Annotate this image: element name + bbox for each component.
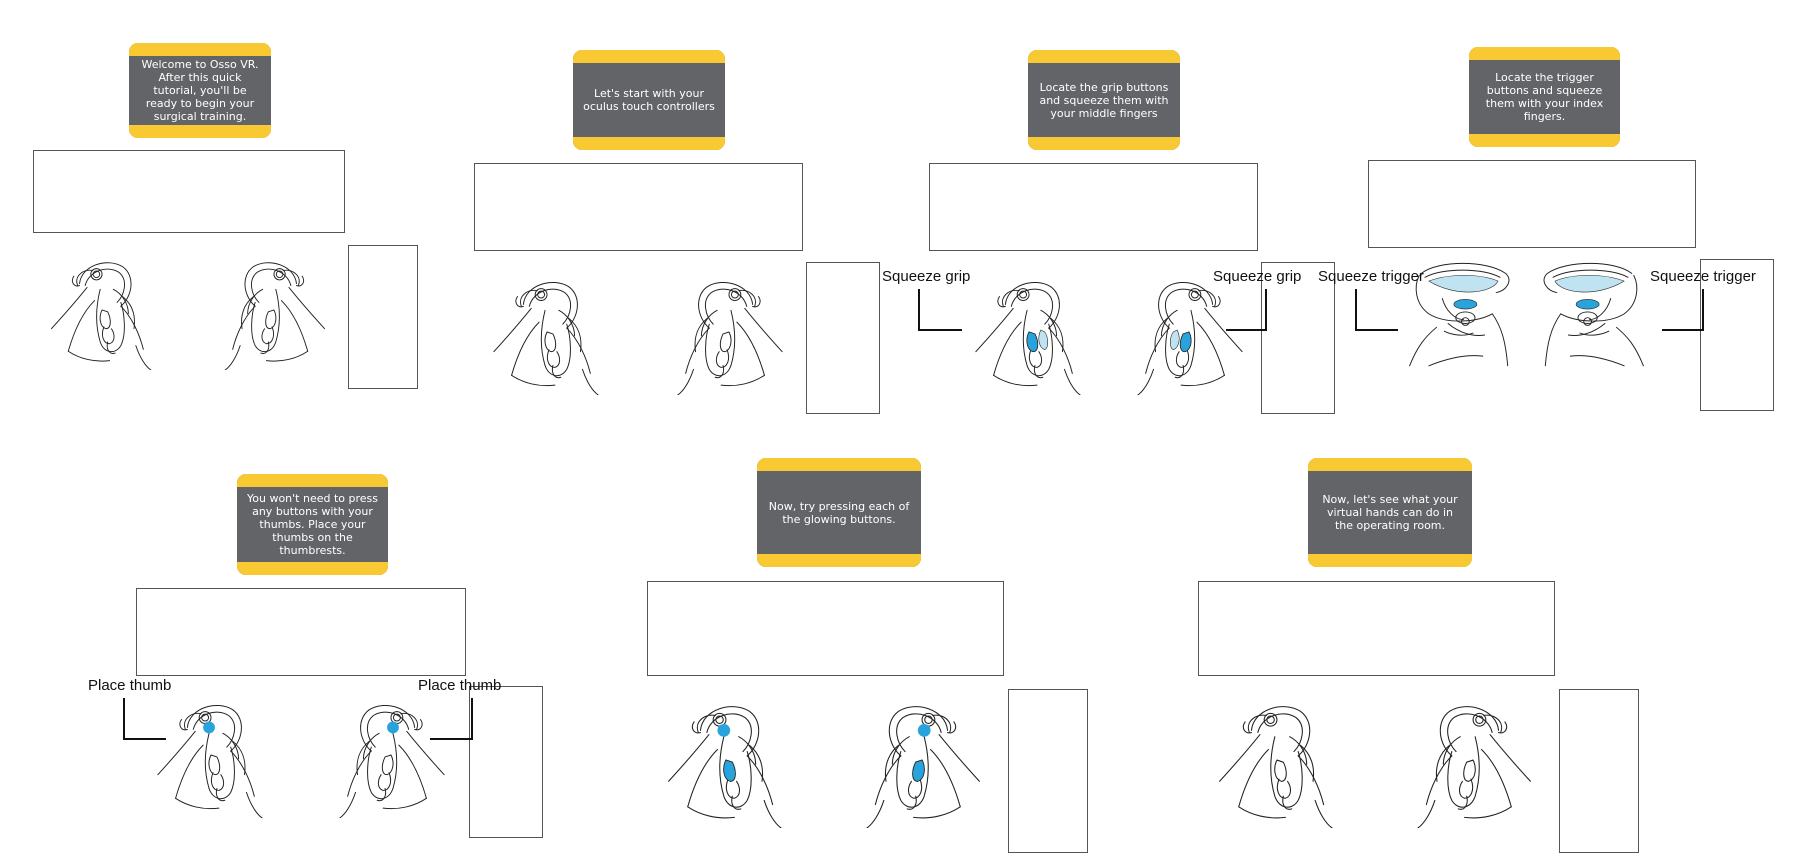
side-placeholder-box bbox=[1261, 262, 1335, 414]
card-message: Let's start with your oculus touch contr… bbox=[583, 87, 715, 113]
callout-squeeze-trigger-left: Squeeze trigger bbox=[1318, 268, 1424, 285]
card-stripe-top bbox=[129, 43, 271, 56]
content-placeholder-box bbox=[647, 581, 1004, 676]
tutorial-card-3: Locate the grip buttons and squeeze them… bbox=[1028, 50, 1180, 150]
callout-squeeze-trigger-right: Squeeze trigger bbox=[1650, 268, 1756, 285]
card-stripe-top bbox=[237, 474, 388, 487]
content-placeholder-box bbox=[33, 150, 345, 233]
tutorial-card-5: You won't need to press any buttons with… bbox=[237, 474, 388, 575]
content-placeholder-box bbox=[1368, 160, 1696, 248]
tutorial-card-6: Now, try pressing each of the glowing bu… bbox=[757, 458, 921, 567]
side-placeholder-box bbox=[348, 245, 418, 389]
card-message: Locate the trigger buttons and squeeze t… bbox=[1485, 71, 1604, 123]
callout-squeeze-grip-left: Squeeze grip bbox=[882, 268, 971, 285]
grip-button-glow-left bbox=[1026, 329, 1049, 352]
thumbrest-glow-left bbox=[203, 721, 215, 734]
side-placeholder-box bbox=[1559, 689, 1639, 853]
card-stripe-top bbox=[573, 50, 725, 63]
callout-place-thumb-right: Place thumb bbox=[418, 677, 502, 694]
side-placeholder-box bbox=[1008, 689, 1088, 853]
tutorial-card-4: Locate the trigger buttons and squeeze t… bbox=[1469, 47, 1620, 147]
glowing-buttons-left bbox=[717, 723, 736, 782]
side-placeholder-box bbox=[806, 262, 880, 414]
tutorial-card-7: Now, let's see what your virtual hands c… bbox=[1308, 458, 1472, 567]
callout-squeeze-grip-right: Squeeze grip bbox=[1213, 268, 1302, 285]
card-stripe-bottom bbox=[129, 125, 271, 138]
card-stripe-bottom bbox=[573, 137, 725, 150]
card-stripe-top bbox=[757, 458, 921, 471]
trigger-button-glow-right bbox=[1554, 275, 1625, 310]
side-placeholder-box bbox=[469, 686, 543, 838]
card-message: Welcome to Osso VR. After this quick tut… bbox=[141, 58, 259, 123]
card-stripe-top bbox=[1308, 458, 1472, 471]
card-message: Now, let's see what your virtual hands c… bbox=[1322, 493, 1458, 532]
card-message: Locate the grip buttons and squeeze them… bbox=[1039, 80, 1169, 120]
card-stripe-top bbox=[1028, 50, 1180, 63]
glowing-buttons-right bbox=[912, 723, 931, 782]
card-stripe-top bbox=[1469, 47, 1620, 60]
right-controller-hand-icon bbox=[1403, 690, 1541, 828]
tutorial-card-2: Let's start with your oculus touch contr… bbox=[573, 50, 725, 150]
thumbrest-glow-right bbox=[387, 721, 399, 734]
content-placeholder-box bbox=[136, 588, 466, 676]
card-stripe-bottom bbox=[237, 562, 388, 575]
card-stripe-bottom bbox=[1028, 137, 1180, 150]
callout-place-thumb-left: Place thumb bbox=[88, 677, 172, 694]
card-stripe-bottom bbox=[757, 554, 921, 567]
left-controller-hand-icon bbox=[1209, 690, 1347, 828]
grip-button-glow-right bbox=[1169, 329, 1192, 352]
content-placeholder-box bbox=[474, 163, 803, 251]
tutorial-card-1: Welcome to Osso VR. After this quick tut… bbox=[129, 43, 271, 138]
content-placeholder-box bbox=[1198, 581, 1555, 676]
card-stripe-bottom bbox=[1308, 554, 1472, 567]
card-message: You won't need to press any buttons with… bbox=[247, 492, 379, 557]
trigger-button-glow-left bbox=[1428, 275, 1499, 310]
card-stripe-bottom bbox=[1469, 134, 1620, 147]
content-placeholder-box bbox=[929, 163, 1258, 251]
card-message: Now, try pressing each of the glowing bu… bbox=[768, 499, 910, 526]
side-placeholder-box bbox=[1700, 259, 1774, 411]
